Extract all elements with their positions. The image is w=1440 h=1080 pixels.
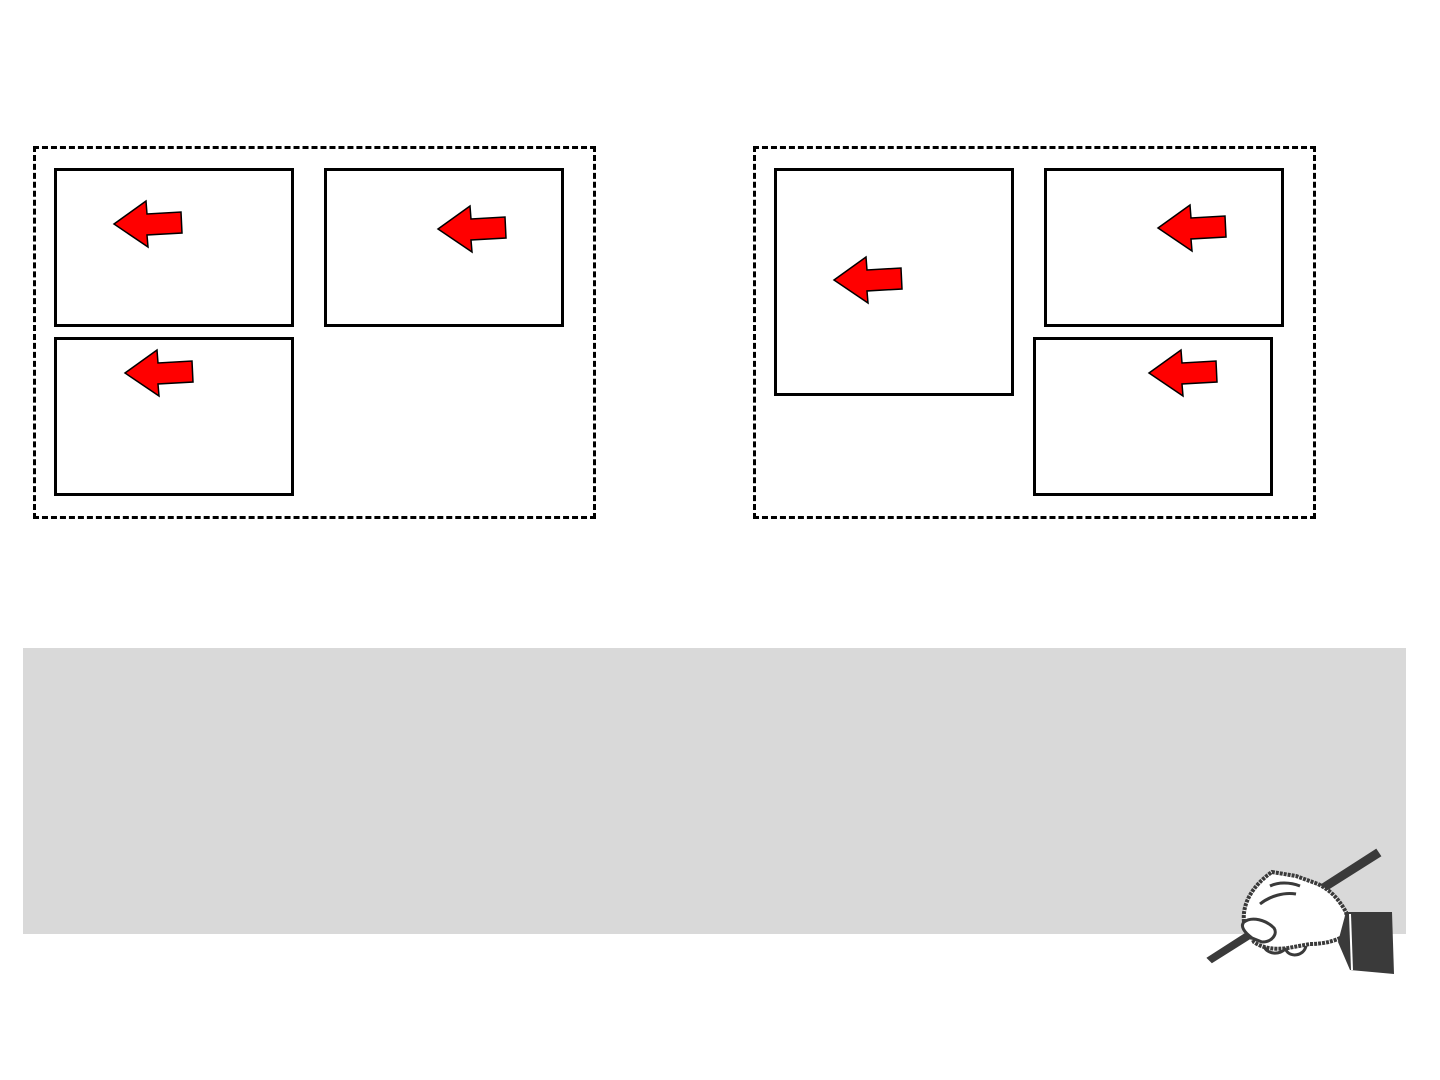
panel-right-top-right xyxy=(1044,168,1284,327)
arrow-left-icon xyxy=(1156,203,1228,253)
panel-left-top-right xyxy=(324,168,564,327)
layout-group-left xyxy=(33,146,596,519)
arrow-left-icon xyxy=(1147,348,1219,398)
arrow-left-icon xyxy=(436,204,508,254)
panel-right-bottom-right xyxy=(1033,337,1273,496)
arrow-left-icon xyxy=(832,255,904,305)
note-area xyxy=(23,648,1406,934)
layout-group-right xyxy=(753,146,1316,519)
panel-left-top-left xyxy=(54,168,294,327)
arrow-left-icon xyxy=(123,348,195,398)
arrow-left-icon xyxy=(112,199,184,249)
hand-writing-pen-icon xyxy=(1200,842,1400,982)
